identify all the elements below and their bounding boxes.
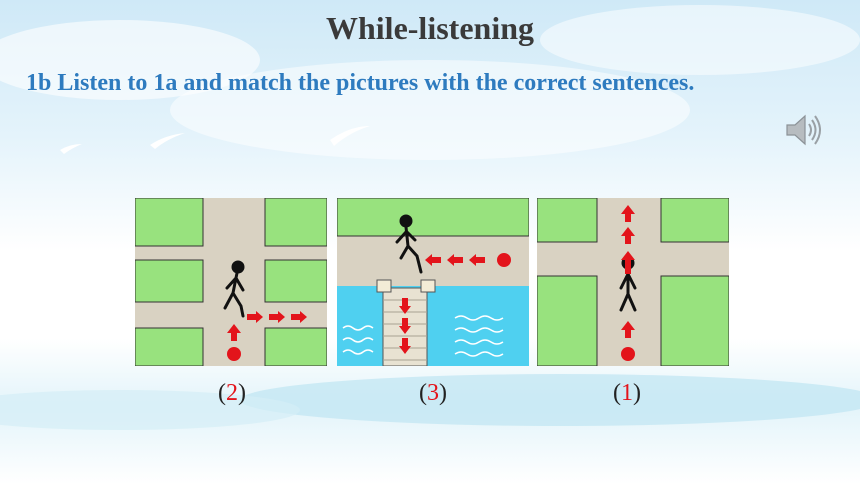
speaker-icon[interactable] (783, 110, 823, 150)
instruction-text: 1b Listen to 1a and match the pictures w… (26, 70, 695, 96)
picture-1 (135, 198, 327, 366)
walking-person-icon (223, 260, 245, 318)
slide-title: While-listening (325, 10, 534, 46)
answer-number: 3 (427, 380, 439, 406)
answer-blank-2[interactable]: (3) (419, 380, 447, 406)
bird-icon (60, 144, 82, 154)
answer-number: 1 (621, 380, 633, 406)
answer-blank-1[interactable]: (2) (218, 380, 246, 406)
route-arrows (399, 253, 511, 354)
water-waves (342, 315, 504, 357)
picture-3 (537, 198, 729, 366)
walking-person-icon (395, 214, 423, 274)
route-arrows (227, 311, 307, 361)
answer-number: 2 (226, 380, 238, 406)
bird-icon (330, 126, 370, 146)
route-arrows (621, 205, 635, 361)
answer-blank-3[interactable]: (1) (613, 380, 641, 406)
picture-2 (337, 198, 529, 366)
bird-icon (150, 133, 185, 149)
